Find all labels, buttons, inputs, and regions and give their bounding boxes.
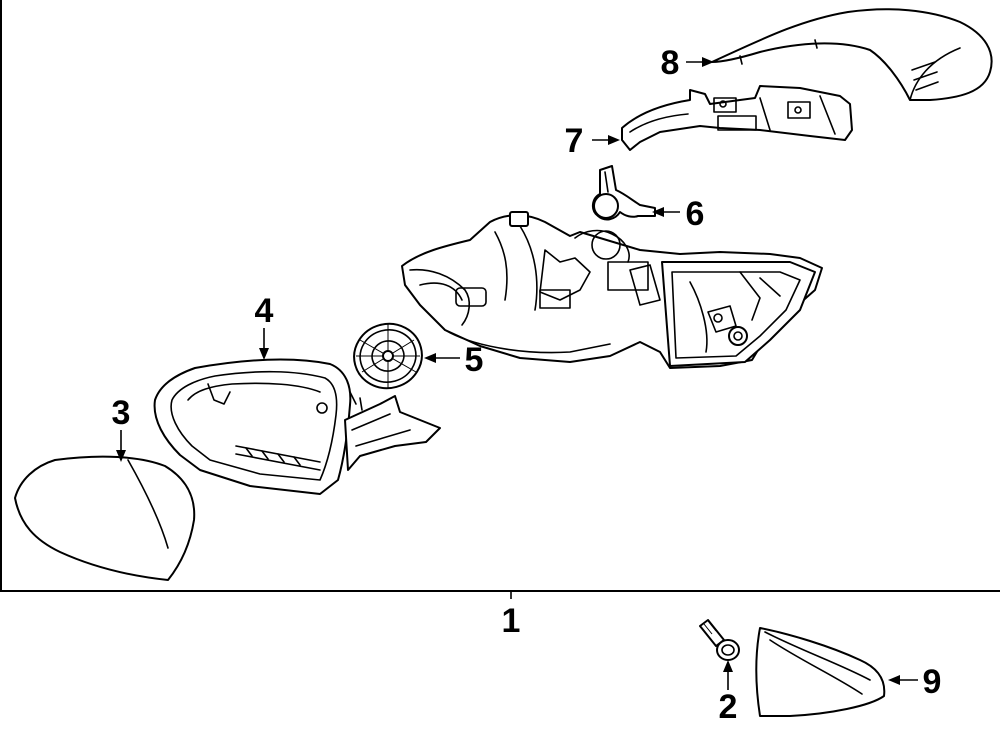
part-5-glass-actuator	[353, 322, 423, 390]
callout-3: 3	[112, 394, 131, 432]
part-1-mirror-housing	[401, 211, 823, 369]
callout-9: 9	[923, 663, 942, 701]
part-8-mirror-cover	[711, 8, 993, 101]
part-9-base-cover	[755, 627, 886, 717]
callout-1: 1	[502, 602, 521, 640]
callout-5: 5	[465, 341, 484, 379]
assembly-boundary	[0, 0, 1000, 592]
callout-8: 8	[661, 44, 680, 82]
part-4-mirror-frame	[153, 358, 441, 495]
part-3-mirror-glass	[14, 455, 196, 581]
callout-7: 7	[565, 122, 584, 160]
part-6-actuator	[592, 165, 656, 221]
part-2-screw	[699, 619, 740, 661]
callout-4: 4	[255, 292, 274, 330]
callout-6: 6	[686, 195, 705, 233]
part-7-signal-lamp	[621, 85, 853, 151]
callout-2: 2	[719, 688, 738, 726]
